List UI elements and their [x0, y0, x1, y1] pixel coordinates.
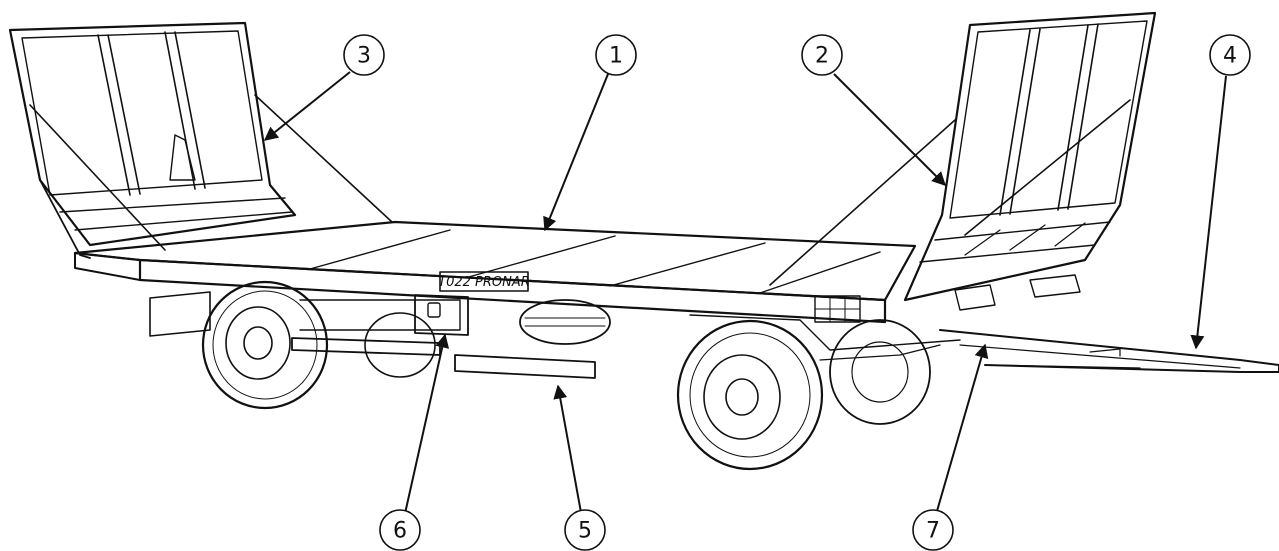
leader-1 [543, 73, 609, 232]
leader-4 [1190, 75, 1227, 350]
callout-6-label: 6 [393, 519, 407, 544]
callout-4-label: 4 [1223, 44, 1237, 69]
toolbox [414, 294, 469, 336]
leader-3 [263, 71, 351, 141]
leader-6 [403, 333, 450, 519]
leader-2 [833, 73, 946, 186]
callout-5: 5 [564, 509, 606, 551]
callout-2-label: 2 [815, 44, 829, 69]
rear-wheel [201, 280, 436, 410]
leader-5 [553, 384, 583, 519]
spare-wheel [519, 299, 611, 345]
drawbar [939, 329, 1279, 373]
front-wheel [676, 319, 931, 471]
rear-ladder [8, 21, 393, 259]
callout-3-label: 3 [357, 44, 371, 69]
callout-5-label: 5 [578, 519, 592, 544]
leader-7 [934, 343, 989, 519]
undercarriage [149, 291, 961, 361]
callout-7: 7 [912, 509, 954, 551]
loading-platform: T022 PRONAR [73, 220, 917, 324]
front-ladder [769, 11, 1157, 311]
callout-7-label: 7 [926, 519, 940, 544]
callouts: 1 2 3 4 5 6 7 [343, 34, 1251, 551]
callout-3: 3 [343, 34, 385, 76]
plate-label: T022 PRONAR [438, 275, 530, 290]
callout-1-label: 1 [609, 44, 623, 69]
callout-2: 2 [801, 34, 843, 76]
callout-4: 4 [1209, 34, 1251, 76]
leader-lines [263, 71, 1227, 519]
callout-1: 1 [595, 34, 637, 76]
callout-6: 6 [379, 509, 421, 551]
